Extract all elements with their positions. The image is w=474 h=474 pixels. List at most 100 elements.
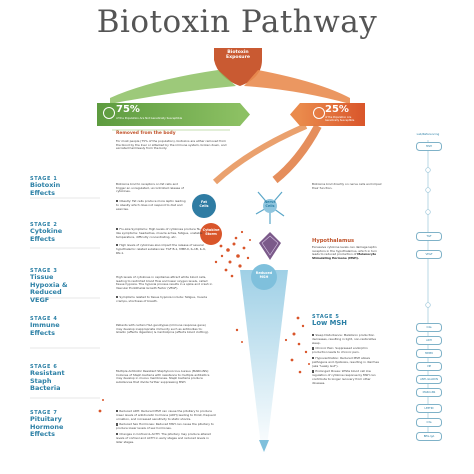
bullet-text: Reduced Sex Hormones: Reduced MSH can ca… [116,422,214,431]
stage-name-line: Bacteria [30,384,61,393]
lab-column-header: Lab/Referencing [416,132,440,136]
lab-pill: VEGF [416,250,442,259]
caption-line: Fat [200,200,208,204]
lab-pill: TGF [416,232,442,241]
stage-3-bullet: Symptoms related to tissue hypoxia inclu… [116,295,214,304]
stage-5-bullet: Prolonged Illness: White blood cell low … [312,370,384,385]
lab-pill: MSH [416,142,442,151]
funnel-split [110,70,236,104]
caption-line: Nerve [264,200,276,204]
bullet-text: Symptoms related to tissue hypoxia inclu… [116,295,208,303]
stage-2-text-1: Flu-Like Symptoms: High levels of cytoki… [116,227,206,239]
left-percentage: 75% [116,104,140,115]
bullet-icon [116,410,119,413]
stage-7-bullets: Reduced ADH: Reduced MSH can cause the p… [116,409,216,444]
stage-name-line: Hormone [30,422,64,431]
susceptible-flow [272,124,322,184]
bullet-icon [312,347,315,350]
stage-1-text: Biotoxins bind to receptors on fat cells… [116,182,184,194]
stage-number: STAGE 6 [30,364,58,370]
stage-name-line: Cytokine [30,227,63,235]
stage-name-line: Hypoxia & [30,280,68,289]
stage-1-bullet: Obesity: Fat cells produce more leptin l… [116,199,188,211]
caption-line: Storm [205,232,217,236]
frown-icon [313,107,325,119]
smile-icon [103,107,115,119]
caption-line: Cells [199,204,209,208]
caption-line: Cytokine [202,228,220,232]
bullet-icon [116,200,119,203]
bullet-text: Chronic Pain: Suppressed endorphin produ… [312,346,368,355]
stage-number: STAGE 7 [30,410,58,416]
right-percentage: 25% [325,104,349,115]
exposure-label: Biotoxin Exposure [226,50,250,61]
stage-7-bullet: Reduced Sex Hormones: Reduced MSH can ca… [116,423,216,431]
stage-5-bullet: Hypoventilation: Reduced MSH allows path… [312,356,384,368]
bullet-icon [116,296,119,299]
bullet-icon [312,334,315,337]
stage-name-line: Effects [30,234,55,243]
stage-name-line: Staph [30,376,52,385]
stage-7-bullet: Reduced ADH: Reduced MSH can cause the p… [116,409,216,421]
hypothalamus-bold: Melanocyte Stimulating Hormone (MSH). [312,252,377,261]
stage-name-line: Pituitary [30,415,62,423]
stage-name-line: Effects [30,430,55,439]
stage-number: STAGE 5 [312,314,340,320]
bullet-icon [312,370,315,373]
stage-4-label: STAGE 4 Immune Effects [30,316,60,337]
hypothalamus-body: Excessive cytokine levels can damage lep… [312,245,378,257]
stage-name-line: Resistant [30,369,65,377]
stage-number: STAGE 4 [30,316,58,322]
bullet-text: Reduced ADH: Reduced MSH can cause the p… [116,409,216,421]
removed-header: Removed from the body [116,131,176,136]
stage-name-line: Immune [30,321,60,329]
fat-cell-icon [192,194,222,245]
bullet-text: Sleep Disturbance: Melatonin production … [312,333,377,345]
stage-2-text-2: High levels of cytokines also impact the… [116,243,206,255]
bullet-icon [116,432,119,436]
stage-4-text: Patients with certain HLA genotypes (imm… [116,323,209,335]
bullet-text: Hypoventilation: Reduced MSH allows path… [312,356,379,368]
green-banner [97,103,240,126]
stage-name-line: Low MSH [312,319,347,327]
stage-name-line: Effects [30,188,55,197]
stage-5-label: STAGE 5 Low MSH [312,314,347,327]
stage-1-right-text: Biotoxins bind directly on nerve cells a… [312,182,382,190]
right-percentage-caption: of the Population Are Genetically Suscep… [325,116,355,122]
stage-6-text: Multiple Antibiotic Resistant Staphyloco… [116,369,210,385]
stage-3-label: STAGE 3 Tissue Hypoxia & Reduced VEGF [30,268,68,304]
lab-pill: BEG-IgA [416,432,442,441]
stage-name-line: Effects [30,328,55,337]
caption-line: Reduced [255,271,273,275]
bullet-text: Prolonged Illness: White blood cell low … [312,369,376,385]
stage-name-line: Tissue [30,273,54,281]
caption-line: Cells [265,204,275,208]
stage-7-label: STAGE 7 Pituitary Hormone Effects [30,410,63,439]
stage-5-bullets: Sleep Disturbance: Melatonin production … [312,333,384,385]
stage-3-text: High levels of cytokines in capillaries … [116,275,213,291]
lab-pill: C3a [416,418,442,427]
cytokine-dots [98,230,310,413]
nerve-cell-icon [255,191,285,224]
bullet-text: Obesity: Fat cells produce more leptin l… [116,199,186,211]
lab-pill: C4a [416,323,442,332]
left-percentage-caption: of the Population Are Not Genetically Su… [116,116,183,120]
stage-5-bullet: Sleep Disturbance: Melatonin production … [312,333,384,345]
bullet-icon [116,423,119,426]
lab-pill: LEPTIN [416,404,442,413]
reduced-msh-circle [251,264,277,290]
lab-pill: VIP [416,362,442,371]
lab-pill: ANTI-GLIADIN [416,375,442,384]
lab-pill: MARCoNS [416,388,442,397]
stage-number: STAGE 3 [30,268,58,274]
hypothalamus-header: Hypothalamus [312,238,355,244]
bullet-text: Changes in Cortisol & ACTH: The pituitar… [116,432,211,444]
stage-number: STAGE 1 [30,176,58,182]
hypothalamus-icon [259,232,281,260]
stage-6-label: STAGE 6 Resistant Staph Bacteria [30,364,65,393]
